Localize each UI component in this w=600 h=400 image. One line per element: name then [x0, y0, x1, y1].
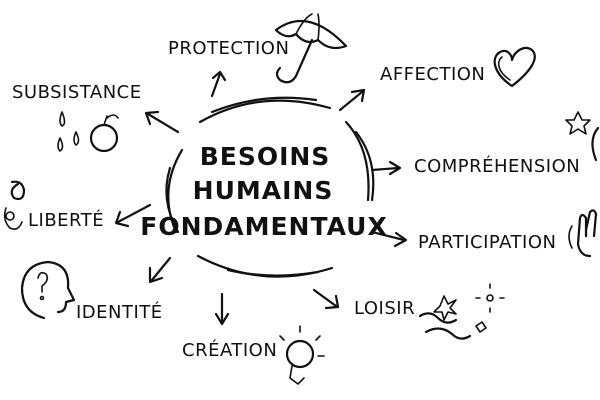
stars-icon — [565, 111, 600, 162]
arrow-affection — [338, 90, 364, 112]
label-protection: PROTECTION — [168, 38, 289, 59]
heart-icon — [493, 46, 536, 88]
umbrella-icon — [274, 13, 348, 84]
raised-hand-icon — [568, 209, 598, 258]
center-circle — [165, 96, 375, 278]
arrow-loisir — [312, 288, 338, 308]
label-participation: PARTICIPATION — [418, 232, 556, 253]
arrows — [114, 70, 408, 326]
lightbulb-icon — [279, 325, 325, 385]
arrow-subsistance — [146, 112, 180, 134]
arrow-protection — [210, 72, 222, 98]
water-drops-and-apple-icon — [57, 111, 119, 153]
center-title-line-2: HUMAINS — [193, 176, 334, 205]
label-creation: CRÉATION — [182, 339, 277, 361]
arrow-comprehension — [370, 166, 400, 172]
label-comprehension: COMPRÉHENSION — [414, 155, 580, 177]
fireworks-icon — [418, 283, 505, 340]
arrow-liberte — [116, 203, 152, 224]
center-title-line-1: BESOINS — [200, 142, 331, 171]
arrow-identite — [150, 256, 172, 282]
head-question-icon — [20, 260, 76, 320]
label-affection: AFFECTION — [380, 64, 485, 85]
center-title-line-3: FONDAMENTAUX — [140, 212, 388, 241]
spiral-icon — [3, 180, 26, 230]
arrow-participation — [370, 230, 406, 242]
label-loisir: LOISIR — [354, 298, 415, 319]
label-liberte: LIBERTÉ — [28, 209, 104, 231]
label-subsistance: SUBSISTANCE — [12, 82, 142, 103]
label-identite: IDENTITÉ — [76, 301, 163, 323]
